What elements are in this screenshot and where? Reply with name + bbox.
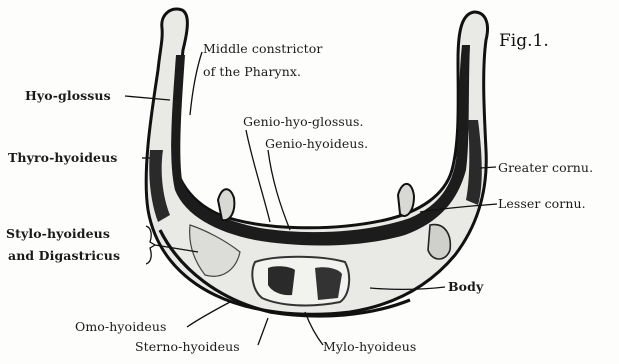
leader-middle-constrictor (190, 52, 202, 115)
lesser-cornu-left (218, 189, 234, 220)
label-lesser-cornu: Lesser cornu. (498, 196, 586, 211)
label-geniohyoglossus: Genio-hyo-glossus. (243, 114, 364, 129)
label-omohyoideus: Omo-hyoideus (75, 319, 167, 334)
label-digastricus: and Digastricus (8, 248, 120, 263)
label-middle-constrictor-line1: Middle constrictor (203, 41, 322, 56)
label-hyoglossus: Hyo-glossus (25, 88, 111, 103)
label-greater-cornu: Greater cornu. (498, 160, 593, 175)
leader-omohyoideus (187, 302, 230, 327)
label-stylohyoideus: Stylo-hyoideus (6, 226, 110, 241)
label-sternohyoideus: Sterno-hyoideus (135, 339, 240, 354)
label-middle-constrictor-line2: of the Pharynx. (203, 64, 301, 79)
lesser-cornu-right (398, 184, 414, 216)
label-mylohyoideus: Mylo-hyoideus (323, 339, 416, 354)
leader-sternohyoideus (258, 318, 268, 345)
leader-geniohyoideus (268, 150, 290, 230)
label-thyrohyoideus: Thyro-hyoideus (8, 150, 117, 165)
figure-number: Fig.1. (499, 31, 549, 51)
label-body: Body (448, 279, 483, 294)
label-geniohyoideus: Genio-hyoideus. (265, 136, 368, 151)
body-detail-2 (315, 267, 342, 300)
